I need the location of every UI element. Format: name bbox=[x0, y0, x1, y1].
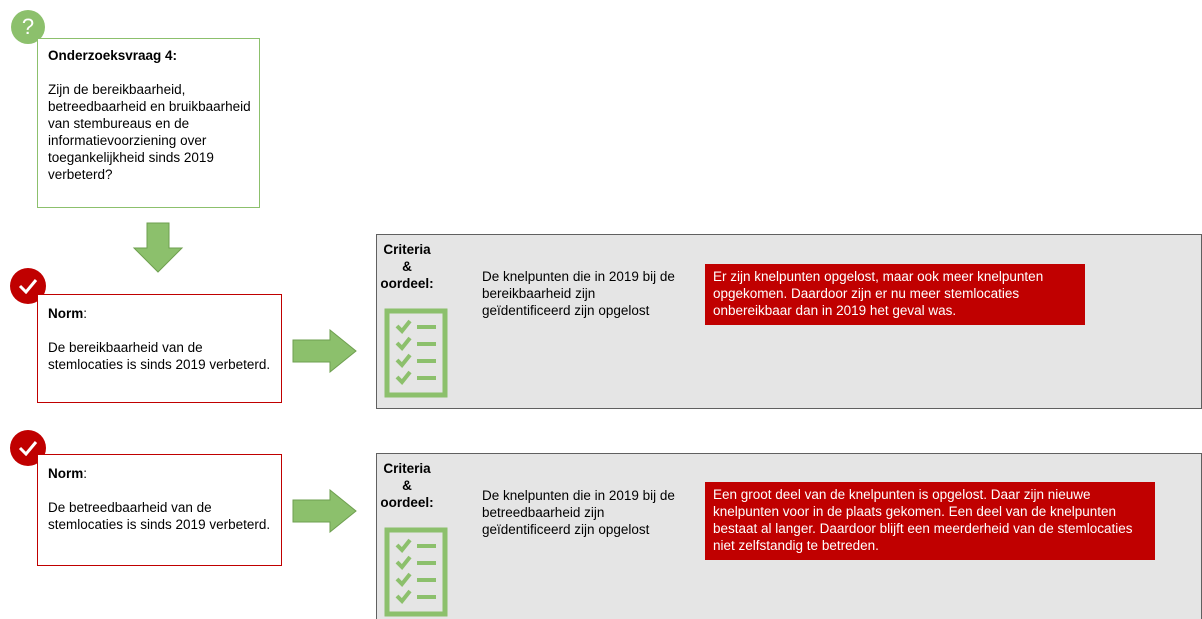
norm-title: Norm: bbox=[48, 306, 88, 321]
right-arrow-icon bbox=[292, 329, 357, 373]
norm-box-2: Norm: De betreedbaarheid van de stemloca… bbox=[37, 454, 282, 566]
down-arrow-icon bbox=[132, 222, 184, 273]
verdict-box: Er zijn knelpunten opgelost, maar ook me… bbox=[705, 264, 1085, 325]
criteria-panel-1: Criteria & oordeel: De knelpunten die in… bbox=[376, 234, 1202, 409]
check-icon bbox=[10, 268, 46, 304]
verdict-box: Een groot deel van de knelpunten is opge… bbox=[705, 482, 1155, 560]
norm-title: Norm: bbox=[48, 466, 88, 481]
norm-text: De bereikbaarheid van de stemlocaties is… bbox=[48, 340, 271, 372]
criteria-text: De knelpunten die in 2019 bij de bereikb… bbox=[482, 269, 675, 318]
checklist-icon bbox=[384, 527, 448, 617]
norm-text: De betreedbaarheid van de stemlocaties i… bbox=[48, 500, 271, 532]
research-question-title: Onderzoeksvraag 4: bbox=[48, 48, 178, 63]
research-question-box: Onderzoeksvraag 4: Zijn de bereikbaarhei… bbox=[37, 38, 260, 208]
right-arrow-icon bbox=[292, 489, 357, 533]
question-mark-icon: ? bbox=[11, 10, 45, 44]
criteria-label: Criteria & oordeel: bbox=[380, 242, 434, 291]
criteria-text: De knelpunten die in 2019 bij de betreed… bbox=[482, 488, 675, 537]
research-question-text: Zijn de bereikbaarheid, betreedbaarheid … bbox=[48, 82, 251, 182]
norm-box-1: Norm: De bereikbaarheid van de stemlocat… bbox=[37, 294, 282, 403]
criteria-label: Criteria & oordeel: bbox=[380, 461, 434, 510]
checklist-icon bbox=[384, 308, 448, 398]
criteria-panel-2: Criteria & oordeel: De knelpunten die in… bbox=[376, 453, 1202, 619]
